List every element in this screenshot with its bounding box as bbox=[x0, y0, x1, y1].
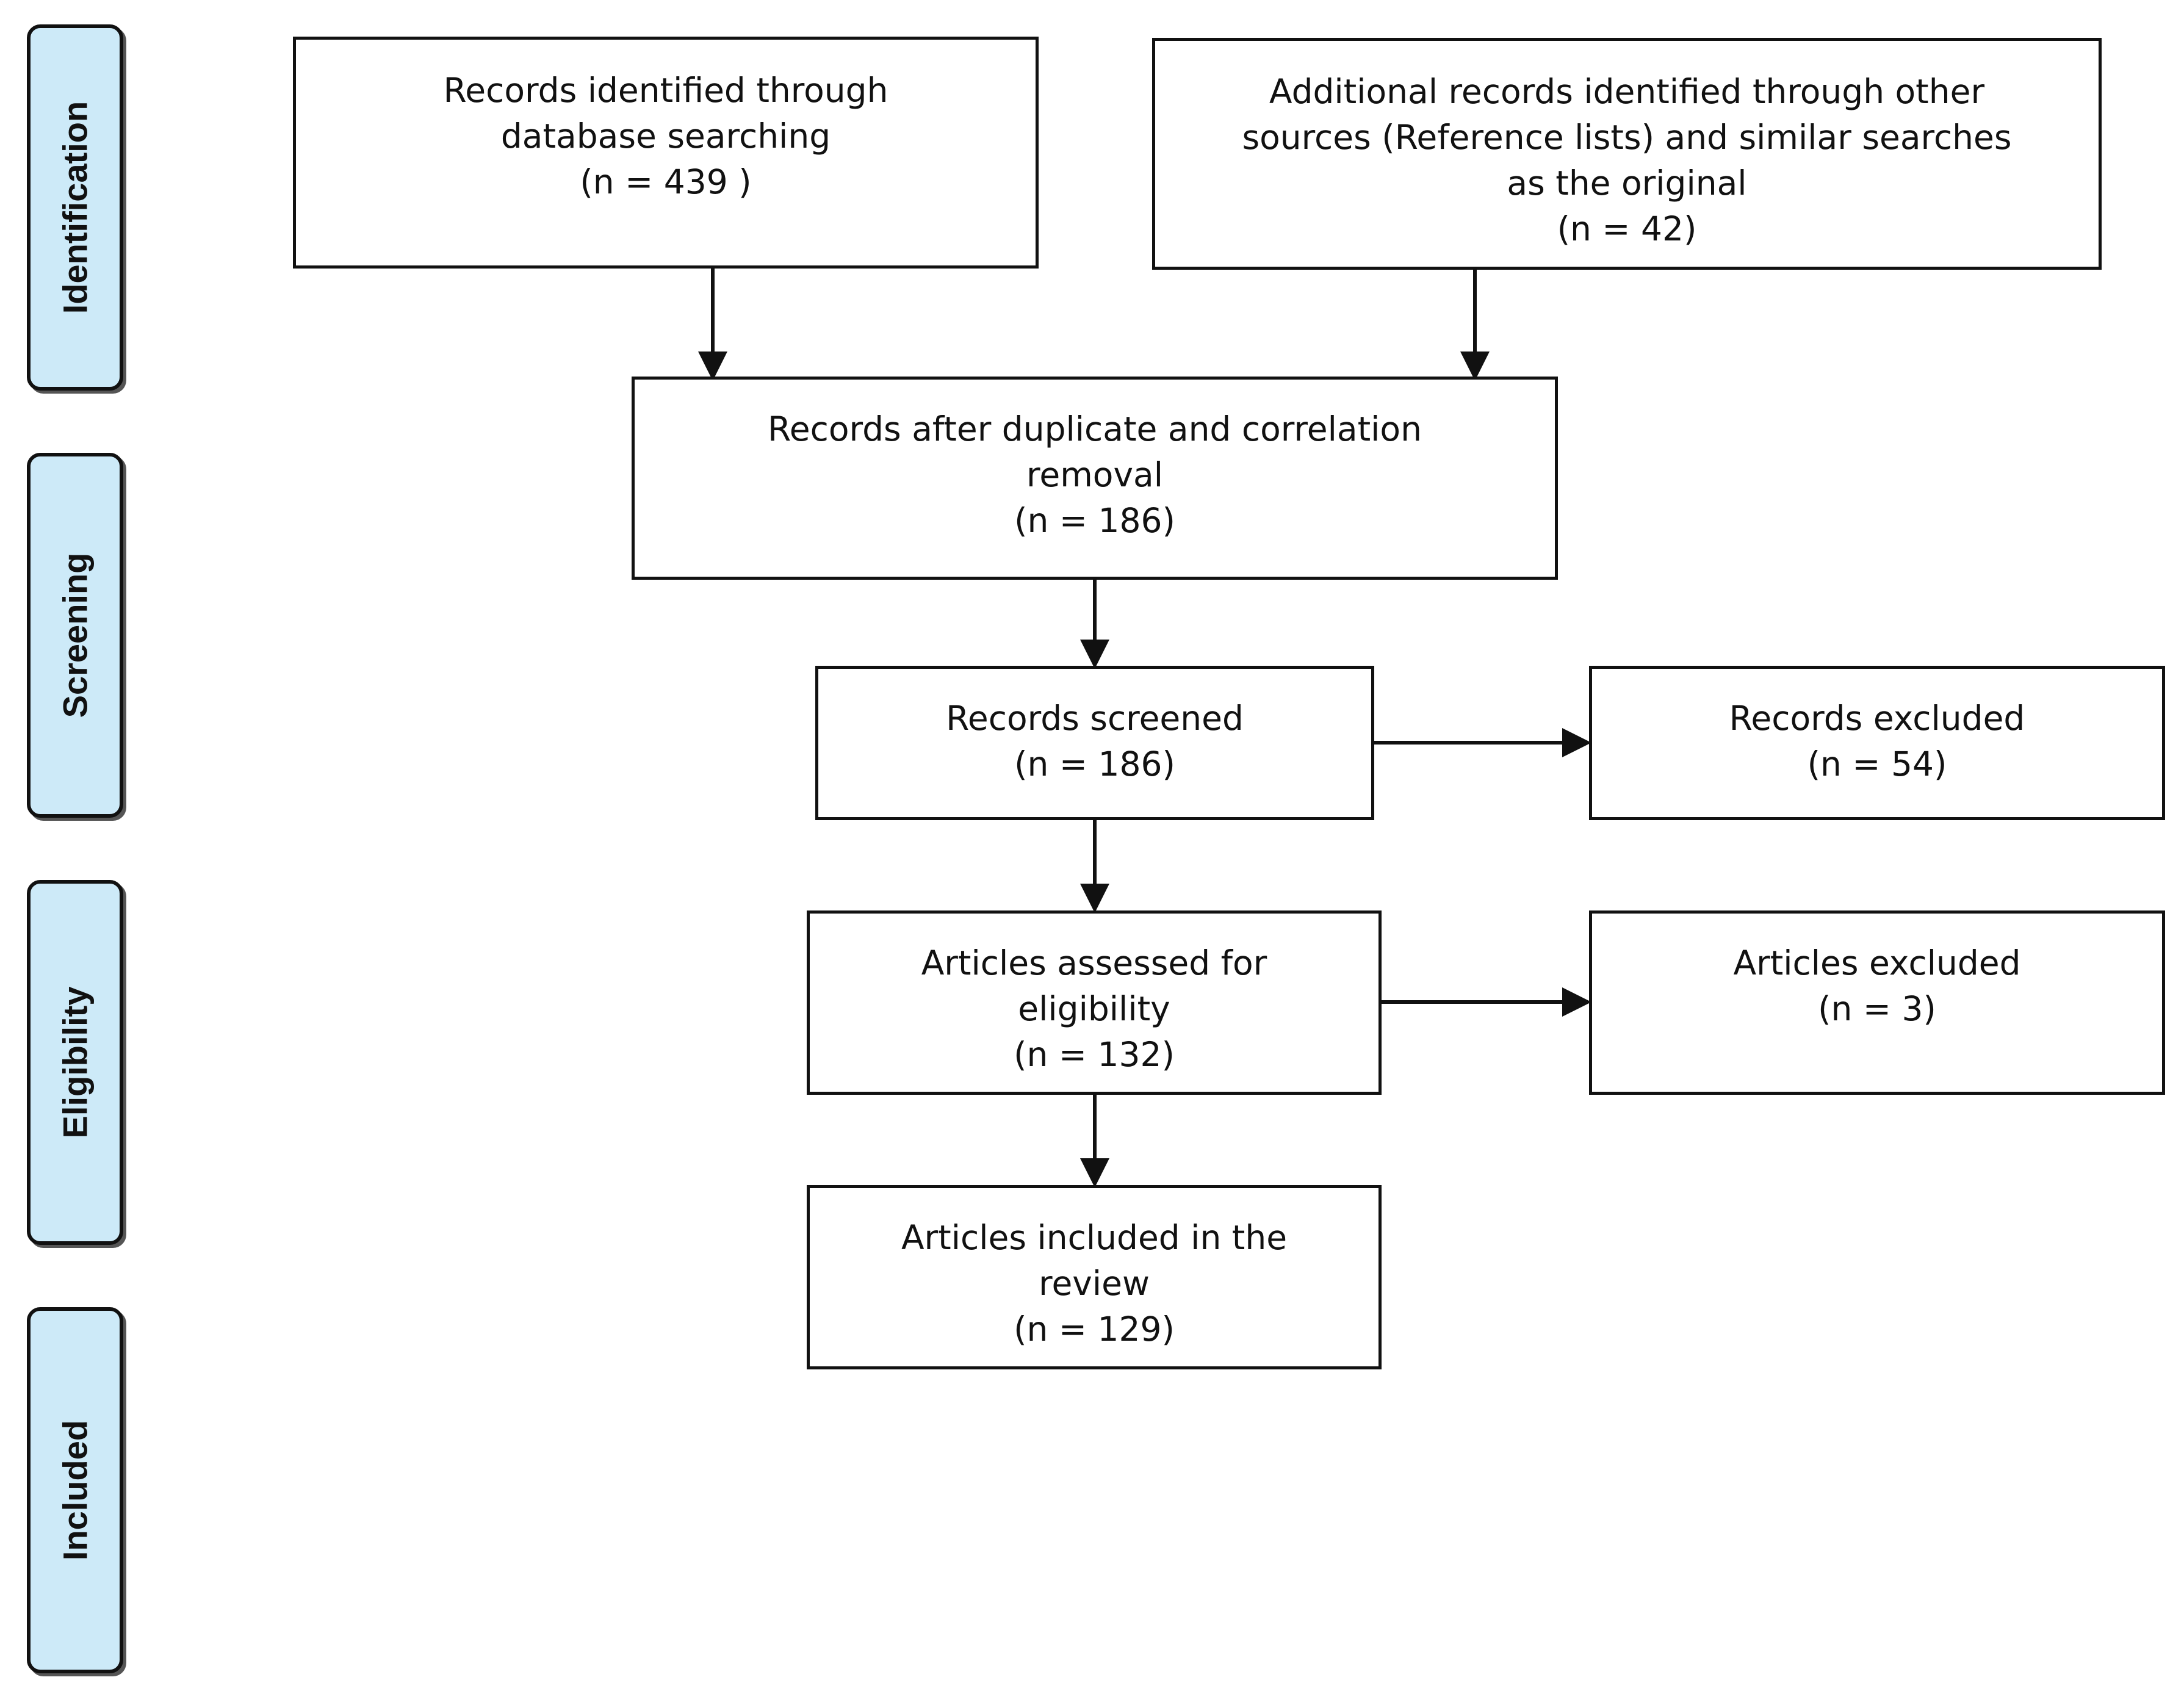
stage-tab-identification: Identification bbox=[27, 24, 123, 391]
box-eligibility-assessed-line-1: Articles assessed for bbox=[921, 943, 1267, 983]
box-other-sources-count: (n = 42) bbox=[1557, 209, 1697, 248]
box-other-sources-line-2: sources (Reference lists) and similar se… bbox=[1242, 118, 2012, 157]
box-eligibility-assessed: Articles assessed for eligibility (n = 1… bbox=[807, 910, 1382, 1095]
stage-tab-screening: Screening bbox=[27, 453, 123, 818]
box-records-excluded-count: (n = 54) bbox=[1807, 745, 1947, 784]
stage-tab-eligibility: Eligibility bbox=[27, 880, 123, 1245]
box-records-excluded-line-1: Records excluded bbox=[1729, 699, 2025, 738]
box-duplicate-removal-count: (n = 186) bbox=[1014, 501, 1175, 540]
box-records-excluded: Records excluded (n = 54) bbox=[1589, 666, 2165, 820]
box-other-sources-line-3: as the original bbox=[1507, 164, 1747, 203]
box-duplicate-removal: Records after duplicate and correlation … bbox=[632, 377, 1558, 580]
box-records-screened-line-1: Records screened bbox=[946, 699, 1244, 738]
box-articles-included-line-2: review bbox=[1039, 1264, 1150, 1303]
box-articles-excluded-count: (n = 3) bbox=[1818, 989, 1936, 1028]
box-eligibility-assessed-line-2: eligibility bbox=[1018, 989, 1170, 1028]
box-articles-excluded-line-1: Articles excluded bbox=[1733, 943, 2021, 983]
box-database-search-line-1: Records identified through bbox=[443, 71, 888, 110]
box-duplicate-removal-line-2: removal bbox=[1026, 455, 1163, 494]
stage-tab-included: Included bbox=[27, 1307, 123, 1673]
box-records-screened: Records screened (n = 186) bbox=[815, 666, 1374, 820]
box-other-sources: Additional records identified through ot… bbox=[1152, 38, 2102, 270]
box-database-search-count: (n = 439 ) bbox=[580, 162, 752, 201]
box-database-search-line-2: database searching bbox=[500, 117, 831, 156]
box-articles-included-line-1: Articles included in the bbox=[901, 1218, 1288, 1257]
box-records-screened-count: (n = 186) bbox=[1014, 745, 1175, 784]
box-database-search: Records identified through database sear… bbox=[293, 37, 1039, 269]
box-other-sources-line-1: Additional records identified through ot… bbox=[1269, 72, 1985, 111]
box-articles-included: Articles included in the review (n = 129… bbox=[807, 1185, 1382, 1369]
box-duplicate-removal-line-1: Records after duplicate and correlation bbox=[768, 409, 1422, 449]
box-articles-excluded: Articles excluded (n = 3) bbox=[1589, 910, 2165, 1095]
box-eligibility-assessed-count: (n = 132) bbox=[1014, 1035, 1175, 1074]
box-articles-included-count: (n = 129) bbox=[1014, 1310, 1175, 1349]
